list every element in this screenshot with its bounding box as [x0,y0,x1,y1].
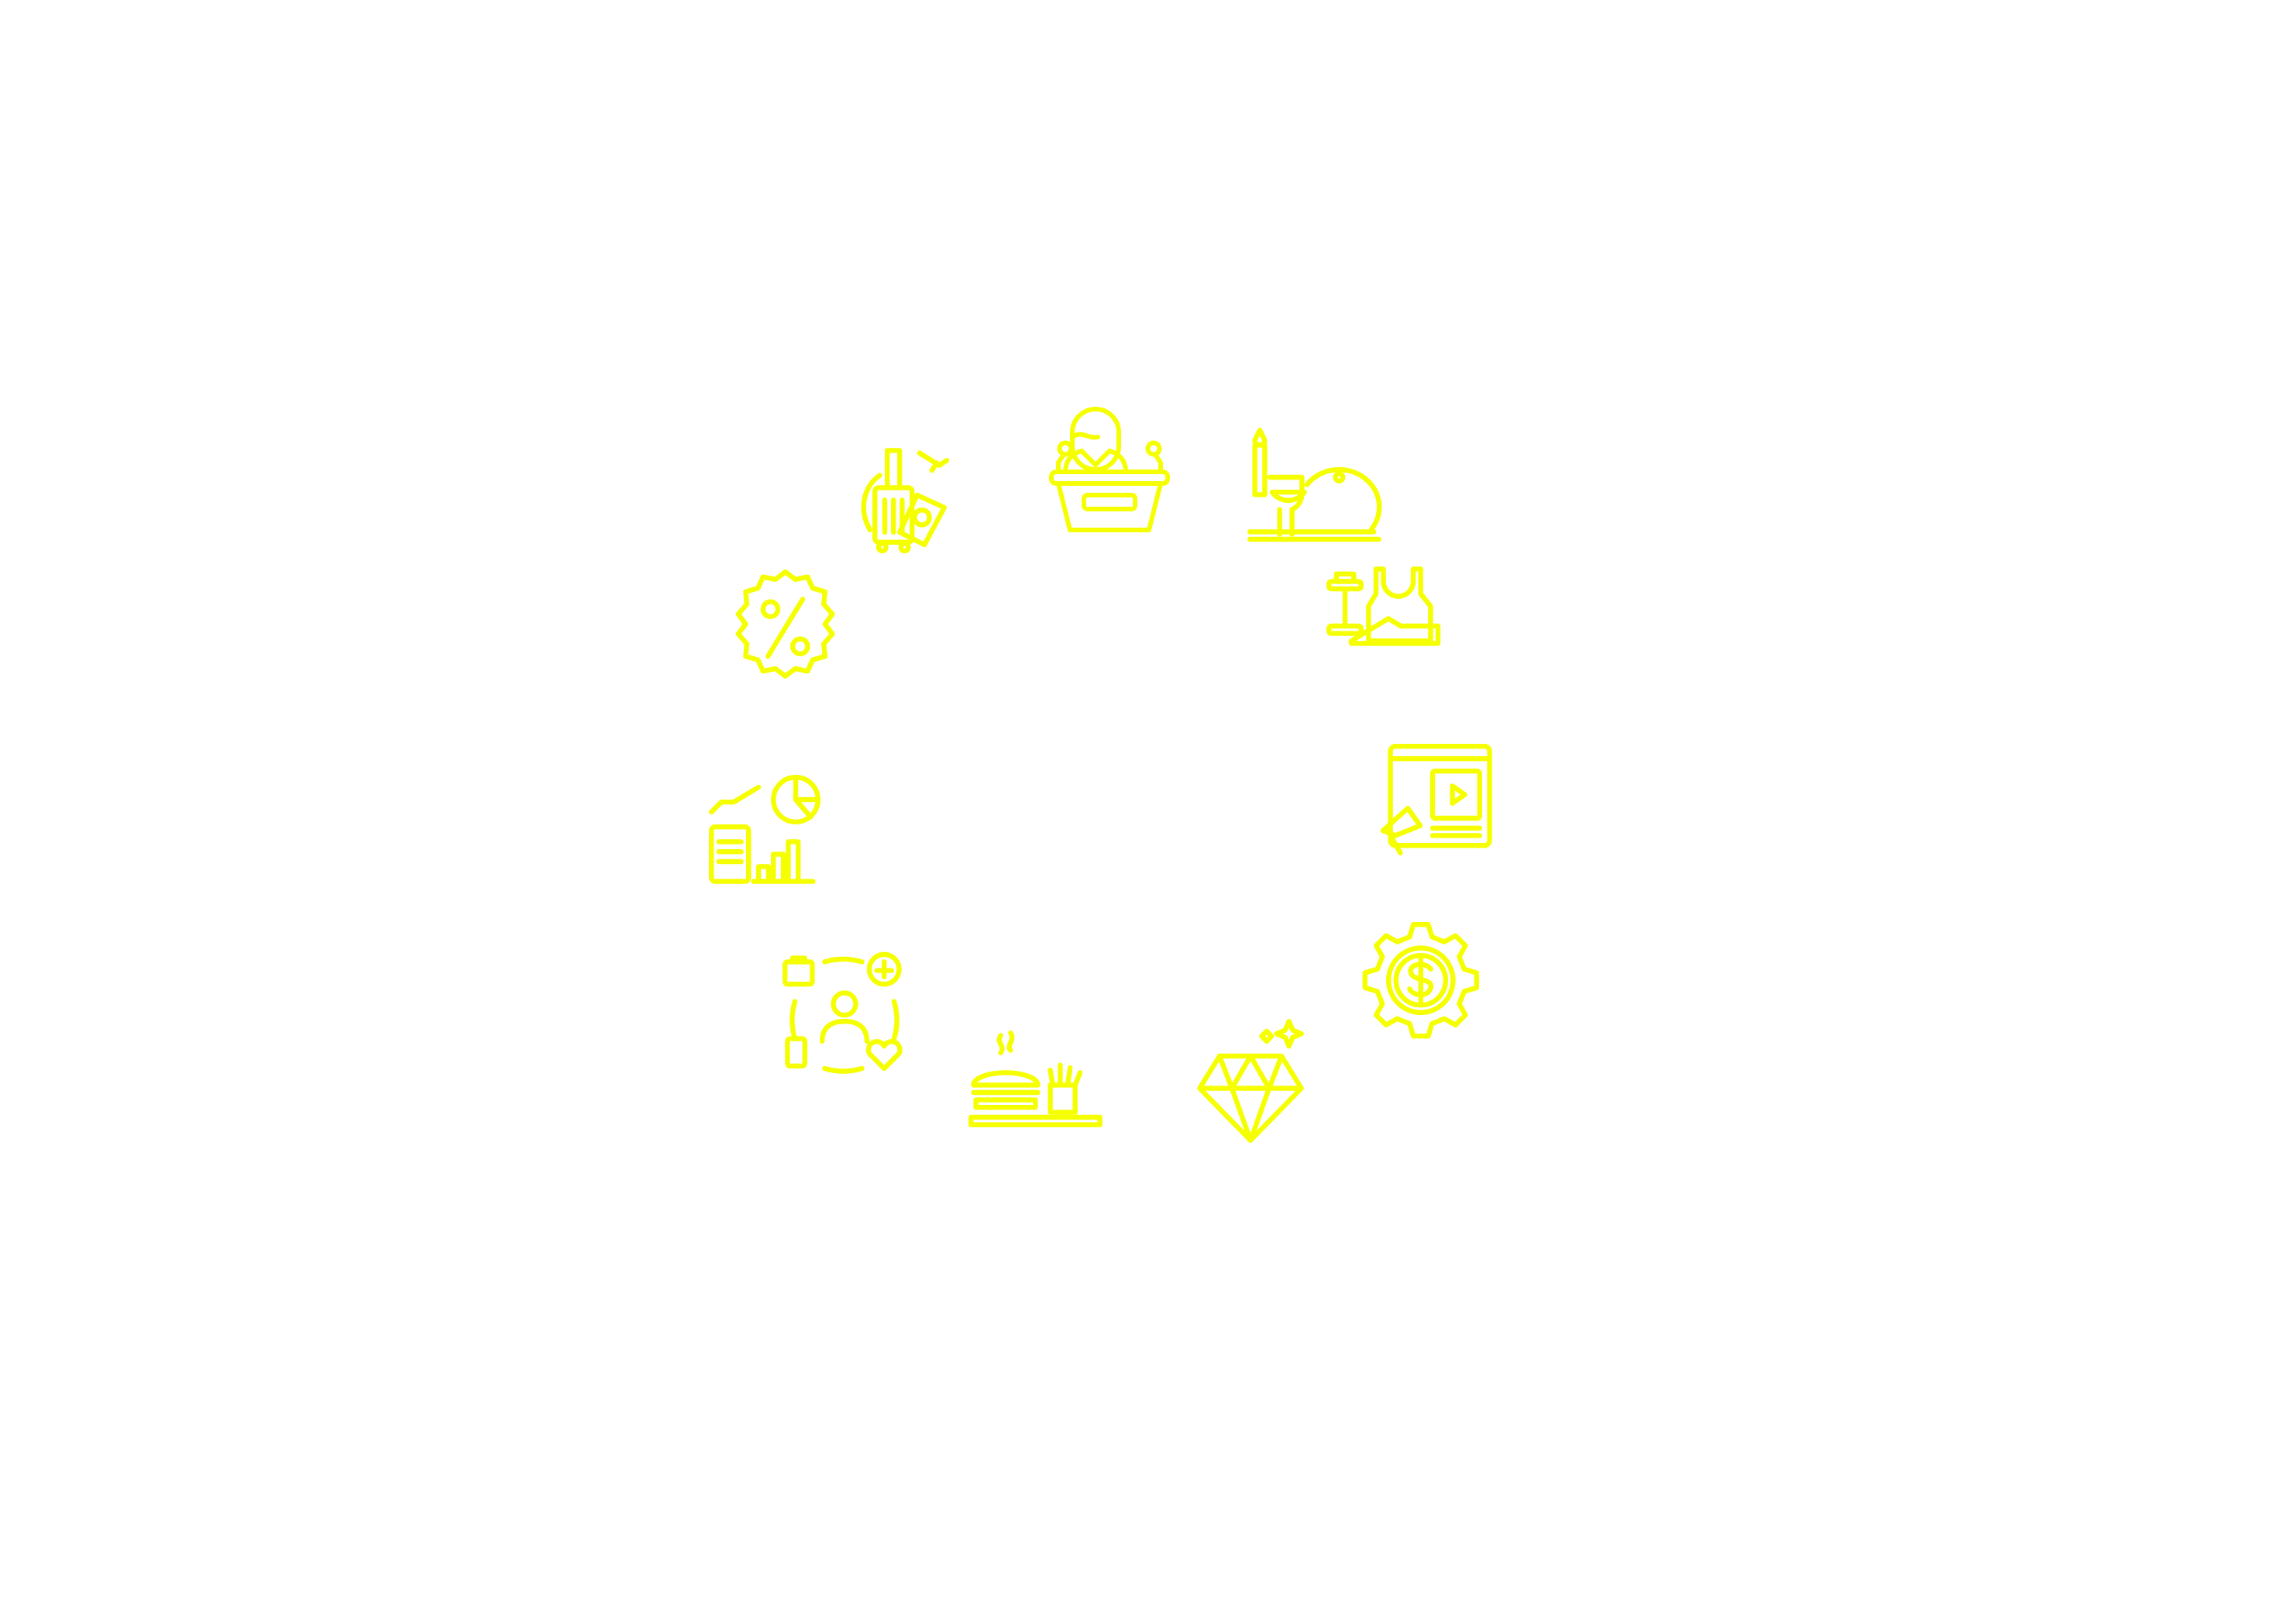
fine-dining-icon [1247,428,1382,542]
financial-report-icon [709,775,821,884]
travel-luggage-icon [861,448,950,554]
fitness-apparel-icon [1326,566,1441,646]
video-marketing-icon [1380,744,1492,856]
speaker-podium-icon [1049,407,1170,532]
discount-badge-icon [735,569,835,679]
diamond-icon [1197,1019,1304,1144]
fast-food-icon [968,1030,1103,1127]
gear-dollar-icon [1362,922,1480,1039]
travel-agent-icon [783,951,903,1074]
